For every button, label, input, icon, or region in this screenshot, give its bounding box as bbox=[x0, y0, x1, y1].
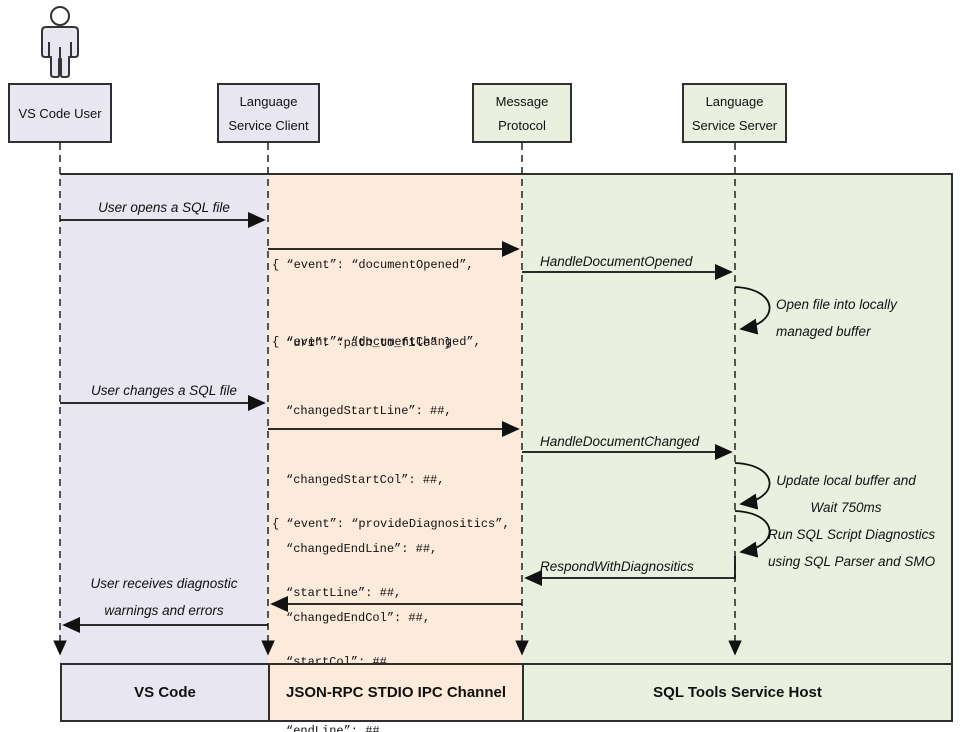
label-user-changes: User changes a SQL file bbox=[90, 383, 238, 398]
actor-label-line1: Language bbox=[705, 93, 764, 109]
note-update-buffer: Update local buffer and Wait 750ms bbox=[776, 473, 916, 515]
actor-label-line1: Message bbox=[495, 93, 549, 109]
lane-label-service-host: SQL Tools Service Host bbox=[522, 663, 953, 722]
actor-box-language-service-server: Language Service Server bbox=[682, 83, 787, 143]
actor-label: VS Code User bbox=[18, 105, 102, 121]
payload-document-opened: { “event”: “documentOpened”, “uri”: “pat… bbox=[272, 258, 474, 350]
label-handle-document-opened: HandleDocumentOpened bbox=[540, 254, 693, 269]
actor-label-line2: Service Client bbox=[228, 117, 309, 133]
actor-label-line2: Service Server bbox=[691, 117, 778, 133]
lane-region-ipc-channel bbox=[268, 175, 522, 663]
label-respond-with-diagnostics: RespondWithDiagnositics bbox=[540, 559, 694, 574]
lane-label-vs-code: VS Code bbox=[60, 663, 270, 722]
label-user-receives: User receives diagnostic warnings and er… bbox=[90, 576, 238, 618]
note-run-diagnostics: Run SQL Script Diagnostics using SQL Par… bbox=[768, 527, 936, 569]
swimlane-regions bbox=[60, 173, 953, 663]
actor-box-message-protocol: Message Protocol bbox=[472, 83, 572, 143]
user-actor-icon bbox=[41, 6, 79, 78]
actor-label-line2: Protocol bbox=[498, 117, 546, 133]
lane-label-ipc-channel: JSON-RPC STDIO IPC Channel bbox=[268, 663, 524, 722]
actor-box-language-service-client: Language Service Client bbox=[217, 83, 320, 143]
note-open-file: Open file into locally managed buffer bbox=[776, 297, 897, 339]
lane-region-vscode bbox=[60, 175, 268, 663]
actor-box-vs-code-user: VS Code User bbox=[8, 83, 112, 143]
lane-region-service-host bbox=[522, 175, 951, 663]
label-handle-document-changed: HandleDocumentChanged bbox=[540, 434, 700, 449]
label-user-opens: User opens a SQL file bbox=[98, 200, 230, 215]
actor-label-line1: Language bbox=[239, 93, 298, 109]
